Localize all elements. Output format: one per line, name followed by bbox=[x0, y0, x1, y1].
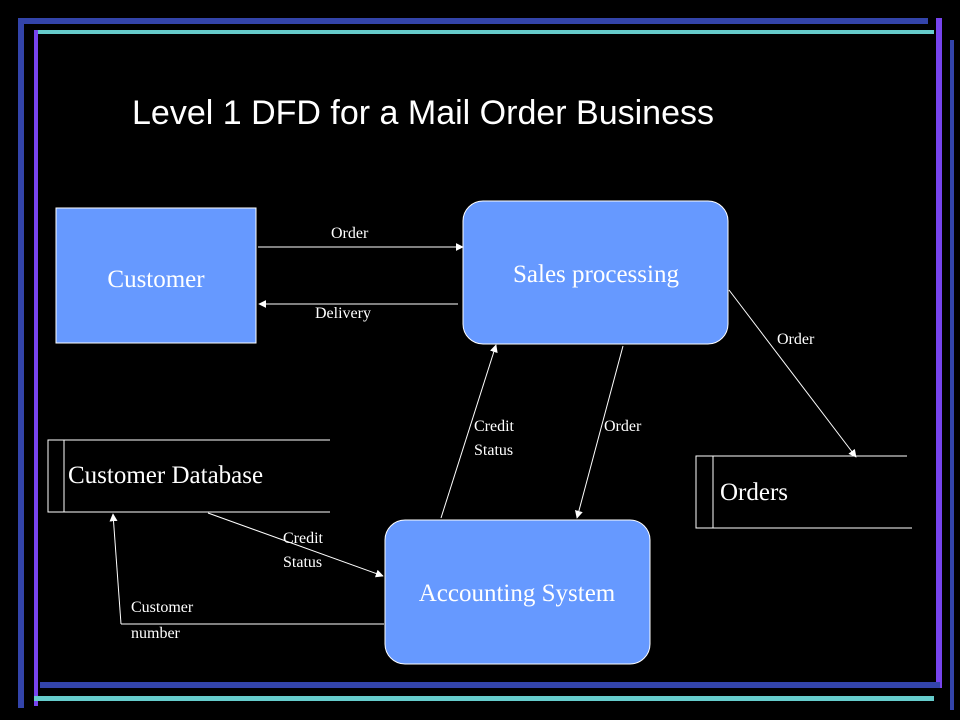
flow-delivery-sales-to-customer: Delivery bbox=[258, 300, 458, 322]
customer-database-label: Customer Database bbox=[68, 462, 263, 489]
customer-database-store: Customer Database bbox=[47, 439, 330, 513]
accounting-system-process: Accounting System bbox=[384, 519, 651, 665]
flow-label-line: Status bbox=[474, 442, 513, 459]
flow-credit-status-database-to-accounting: Credit Status bbox=[207, 512, 384, 578]
flow-label: Credit Status bbox=[474, 418, 518, 459]
orders-store: Orders bbox=[695, 455, 912, 529]
sales-processing-process: Sales processing bbox=[462, 200, 729, 345]
flow-label-line: Customer bbox=[131, 599, 194, 616]
flow-label-line: Status bbox=[283, 554, 322, 571]
slide-border bbox=[18, 18, 954, 710]
flow-label-line: Credit bbox=[283, 530, 324, 547]
customer-label: Customer bbox=[107, 266, 205, 293]
flow-label-line: number bbox=[131, 625, 181, 642]
flow-order-sales-to-orders: Order bbox=[728, 289, 857, 458]
flow-label: Credit Status bbox=[283, 530, 327, 571]
flow-customer-number-accounting-to-database: Customer number bbox=[109, 513, 384, 642]
flow-label: Order bbox=[777, 331, 815, 348]
flow-label: Order bbox=[604, 418, 642, 435]
flow-label: Delivery bbox=[315, 305, 371, 322]
page-title: Level 1 DFD for a Mail Order Business bbox=[132, 94, 714, 132]
flow-order-customer-to-sales: Order bbox=[258, 225, 464, 251]
orders-label: Orders bbox=[720, 479, 788, 506]
flow-label-line: Credit bbox=[474, 418, 515, 435]
flow-credit-status-accounting-to-sales: Credit Status bbox=[440, 344, 518, 519]
accounting-system-label: Accounting System bbox=[419, 580, 616, 607]
flow-order-sales-to-accounting: Order bbox=[574, 345, 642, 519]
flow-label: Customer number bbox=[131, 599, 197, 642]
flow-label: Order bbox=[331, 225, 369, 242]
sales-processing-label: Sales processing bbox=[513, 261, 679, 288]
customer-entity: Customer bbox=[55, 207, 257, 344]
